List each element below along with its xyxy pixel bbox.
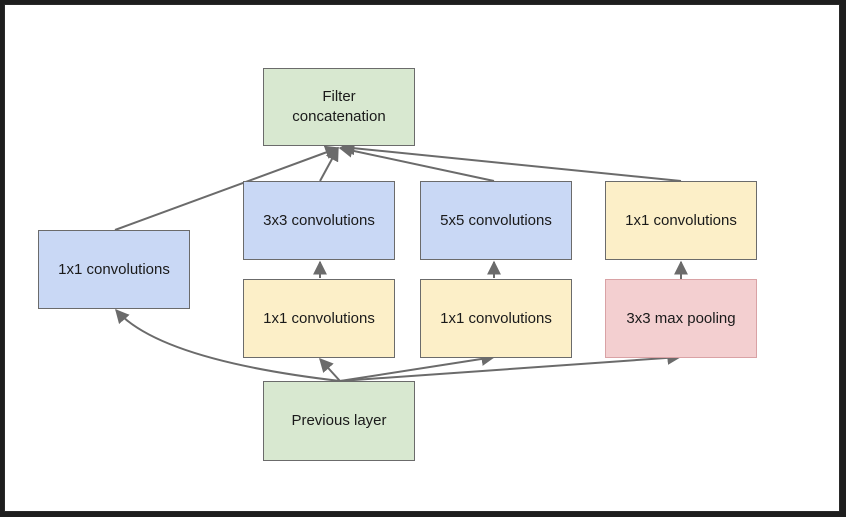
reduce-1x1-a-node: 1x1 convolutions <box>243 279 395 358</box>
reduce-1x1-a-label: 1x1 convolutions <box>263 309 375 327</box>
edge-prev-to-reduce-a <box>319 357 341 382</box>
previous-layer-label: Previous layer <box>291 412 387 429</box>
conv-1x1-right-node: 1x1 convolutions <box>605 181 757 260</box>
reduce-1x1-b-node: 1x1 convolutions <box>420 279 572 358</box>
edge-prev-to-reduce-b <box>339 352 496 382</box>
reduce-1x1-b-label: 1x1 convolutions <box>440 309 552 327</box>
edge-prev-to-1x1-left <box>115 308 341 382</box>
conv-5x5-node: 5x5 convolutions <box>420 181 572 260</box>
edge-1x1-right-to-concat <box>340 141 682 182</box>
max-pooling-node: 3x3 max pooling <box>605 279 757 358</box>
conv-3x3-node: 3x3 convolutions <box>243 181 395 260</box>
edge-5x5-to-concat <box>338 143 495 182</box>
conv-1x1-left-label: 1x1 convolutions <box>58 260 170 278</box>
conv-5x5-label: 5x5 convolutions <box>440 211 552 229</box>
edge-prev-to-maxpool <box>339 350 682 382</box>
conv-1x1-right-label: 1x1 convolutions <box>625 211 737 229</box>
filter-concatenation-label: Filter concatenation <box>292 88 386 125</box>
max-pooling-label: 3x3 max pooling <box>626 309 736 327</box>
edge-3x3-to-concat <box>319 146 339 182</box>
conv-3x3-label: 3x3 convolutions <box>263 211 375 229</box>
conv-1x1-left-node: 1x1 convolutions <box>38 230 190 309</box>
edge-1x1-left-to-concat <box>114 145 340 231</box>
filter-concatenation-node: Filter concatenation <box>263 68 415 146</box>
previous-layer-node: Previous layer <box>263 381 415 461</box>
